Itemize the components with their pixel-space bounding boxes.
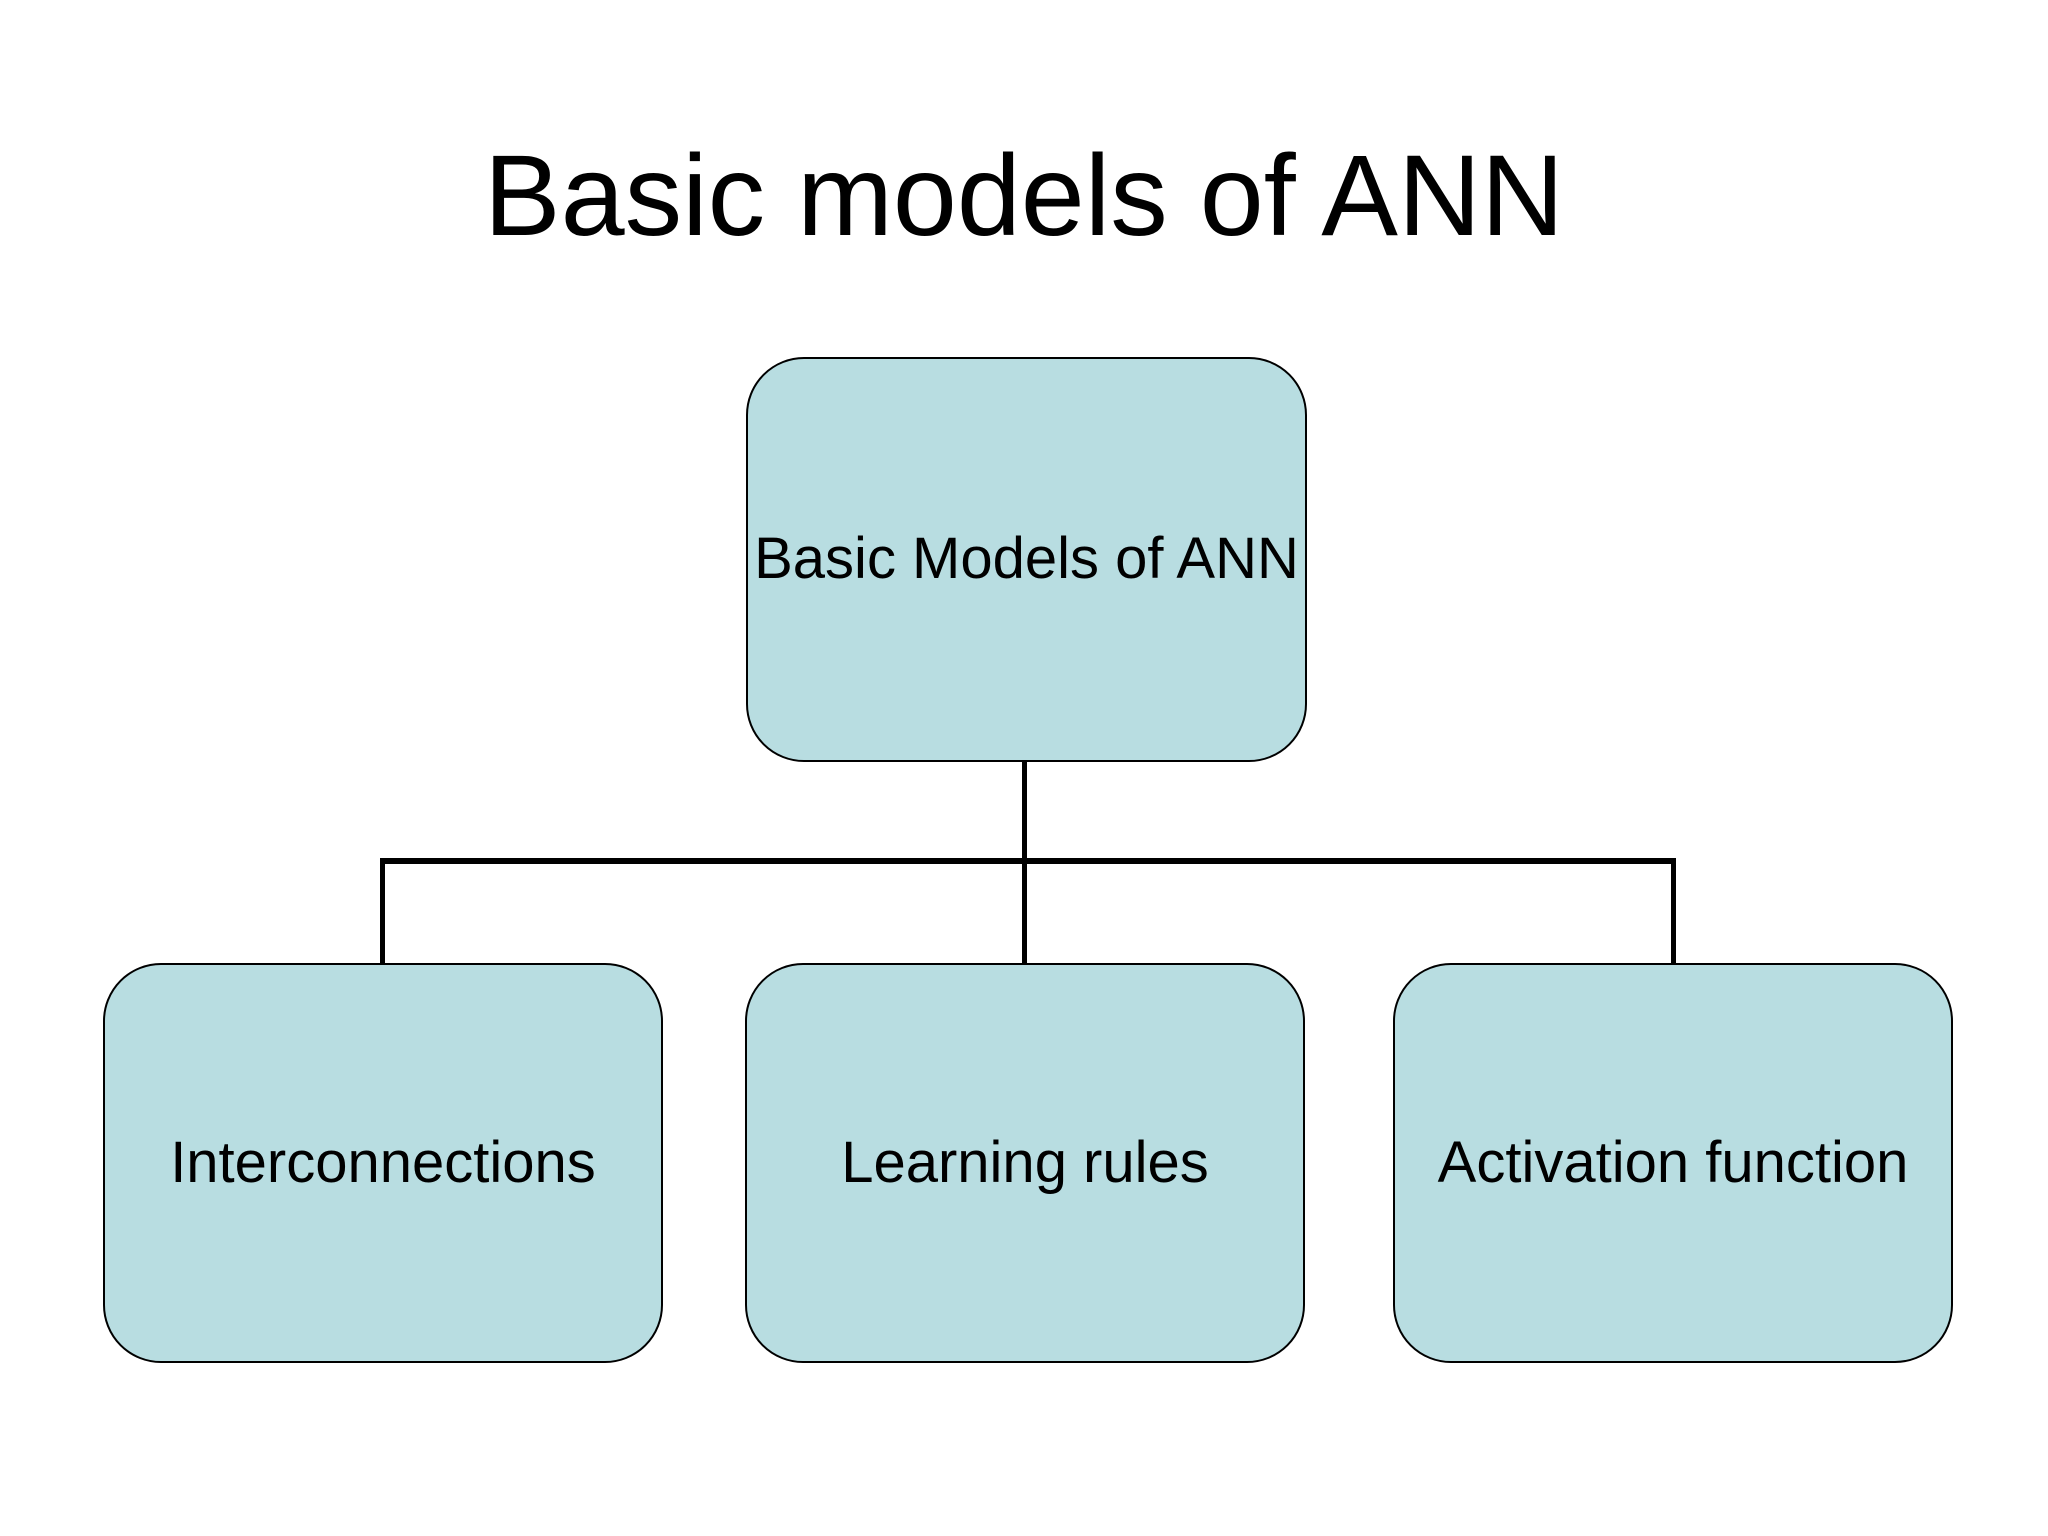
node-activation-function: Activation function — [1393, 963, 1953, 1363]
connector-drop-interconnections — [380, 858, 385, 965]
connector-drop-learning-rules — [1022, 858, 1027, 965]
node-label: Learning rules — [841, 1129, 1209, 1195]
connector-root-stem — [1022, 762, 1027, 864]
node-interconnections: Interconnections — [103, 963, 663, 1363]
connector-drop-activation-function — [1671, 858, 1676, 965]
slide-title: Basic models of ANN — [483, 132, 1565, 260]
node-label: Interconnections — [170, 1129, 596, 1195]
connector-horizontal-bar — [380, 858, 1676, 864]
node-label: Basic Models of ANN — [754, 526, 1299, 592]
node-basic-models-of-ann: Basic Models of ANN — [746, 357, 1307, 762]
node-label: Activation function — [1437, 1129, 1909, 1195]
node-learning-rules: Learning rules — [745, 963, 1305, 1363]
